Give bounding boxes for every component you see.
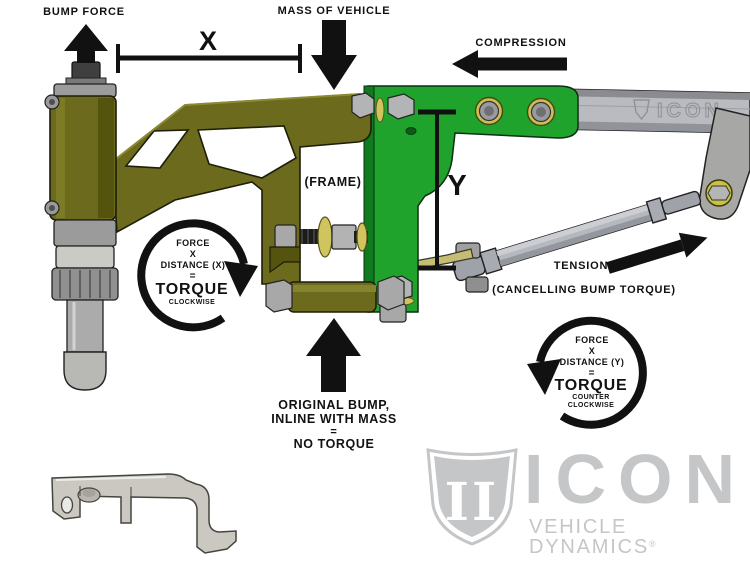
bottom-bracket-part	[51, 473, 237, 554]
torque-clockwise-arc	[137, 219, 258, 332]
torque-ccw-torque: TORQUE	[554, 377, 628, 394]
tension-arrow	[606, 232, 708, 274]
dimension-x	[116, 44, 302, 73]
mass-arrow	[311, 20, 357, 90]
arm-top-bolt	[351, 92, 375, 119]
original-bump-line-3: =	[330, 426, 338, 438]
torque-cw-distance: DISTANCE (X)	[160, 260, 226, 270]
bump-stop-top-nut	[71, 61, 101, 81]
compression-label: COMPRESSION	[475, 37, 567, 49]
bump-stop-tip	[63, 351, 107, 391]
torque-cw-arrowhead	[224, 261, 258, 297]
torque-cw-direction: CLOCKWISE	[168, 299, 216, 306]
torque-cw-force: FORCE	[176, 238, 210, 248]
clevis-bolt-nut	[465, 276, 489, 293]
sleeve-nut-right	[377, 275, 405, 311]
frame-label: (FRAME)	[304, 175, 362, 189]
original-bump-line-2: INLINE WITH MASS	[271, 412, 397, 426]
logo-brand: ICON	[524, 440, 747, 518]
torque-cw-torque: TORQUE	[155, 281, 229, 298]
arm-leg-bolt	[274, 224, 297, 249]
dimension-y-label: Y	[447, 170, 467, 202]
bump-force-label: BUMP FORCE	[43, 6, 125, 18]
shackle-link	[699, 107, 750, 220]
compression-arrow	[452, 50, 567, 78]
bump-stop-collar	[53, 219, 117, 247]
bracket-slot	[405, 127, 417, 135]
dimension-y	[418, 109, 456, 271]
bump-stop-ring	[55, 245, 115, 269]
torque-cw-equals: =	[189, 271, 197, 282]
bump-stop	[44, 61, 119, 391]
icon-shield-logo: II	[426, 448, 518, 546]
torque-ccw-arrowhead	[527, 359, 561, 395]
clamp-bolt-right	[526, 97, 556, 127]
pivot-sleeve	[265, 246, 405, 313]
frame-through-bolt	[292, 216, 368, 258]
bump-force-arrow	[64, 24, 108, 63]
logo-shield-mark: II	[445, 472, 500, 533]
sleeve-bolt-left	[265, 279, 293, 313]
logo-subtitle-text: VEHICLE DYNAMICS	[529, 516, 649, 558]
bracket-slot-hole	[60, 496, 74, 514]
bolt-washer-gold	[317, 216, 333, 258]
suspension-arm	[111, 92, 375, 285]
tension-rod	[452, 190, 702, 282]
torque-ccw-force: FORCE	[575, 335, 609, 345]
bump-stop-cap	[53, 83, 117, 98]
clamp-bolt-left	[474, 96, 504, 126]
mass-of-vehicle-label: MASS OF VEHICLE	[277, 5, 391, 17]
tension-label: TENSION	[553, 260, 609, 272]
frame-bracket-body	[367, 85, 579, 313]
torque-counterclockwise-arc	[527, 316, 647, 429]
bump-stop-ribbed-nut	[51, 267, 119, 301]
spring-shield-icon	[633, 99, 650, 121]
torque-ccw-direction-2: CLOCKWISE	[567, 402, 615, 409]
shackle-bolt	[707, 185, 731, 201]
torque-cw-times: X	[189, 249, 197, 259]
torque-ccw-distance: DISTANCE (Y)	[559, 357, 625, 367]
dimension-x-label: X	[198, 26, 218, 56]
torque-ccw-direction-1: COUNTER	[572, 394, 610, 401]
spring-brand-emboss: ICON	[633, 99, 723, 123]
original-bump-arrow	[306, 318, 361, 392]
logo-subtitle: VEHICLE DYNAMICS®	[529, 517, 750, 557]
logo-registered: ®	[648, 539, 656, 549]
torque-ccw-times: X	[588, 346, 596, 356]
bolt-nut	[331, 224, 357, 250]
bump-stop-shaft	[66, 299, 104, 353]
tension-subtitle: (CANCELLING BUMP TORQUE)	[492, 284, 676, 296]
spring-brand-text: ICON	[657, 100, 723, 122]
original-bump-line-4: NO TORQUE	[293, 437, 375, 451]
bracket-top-bolt	[387, 93, 415, 120]
original-bump-line-1: ORIGINAL BUMP,	[278, 398, 390, 412]
torque-ccw-equals: =	[588, 368, 596, 379]
